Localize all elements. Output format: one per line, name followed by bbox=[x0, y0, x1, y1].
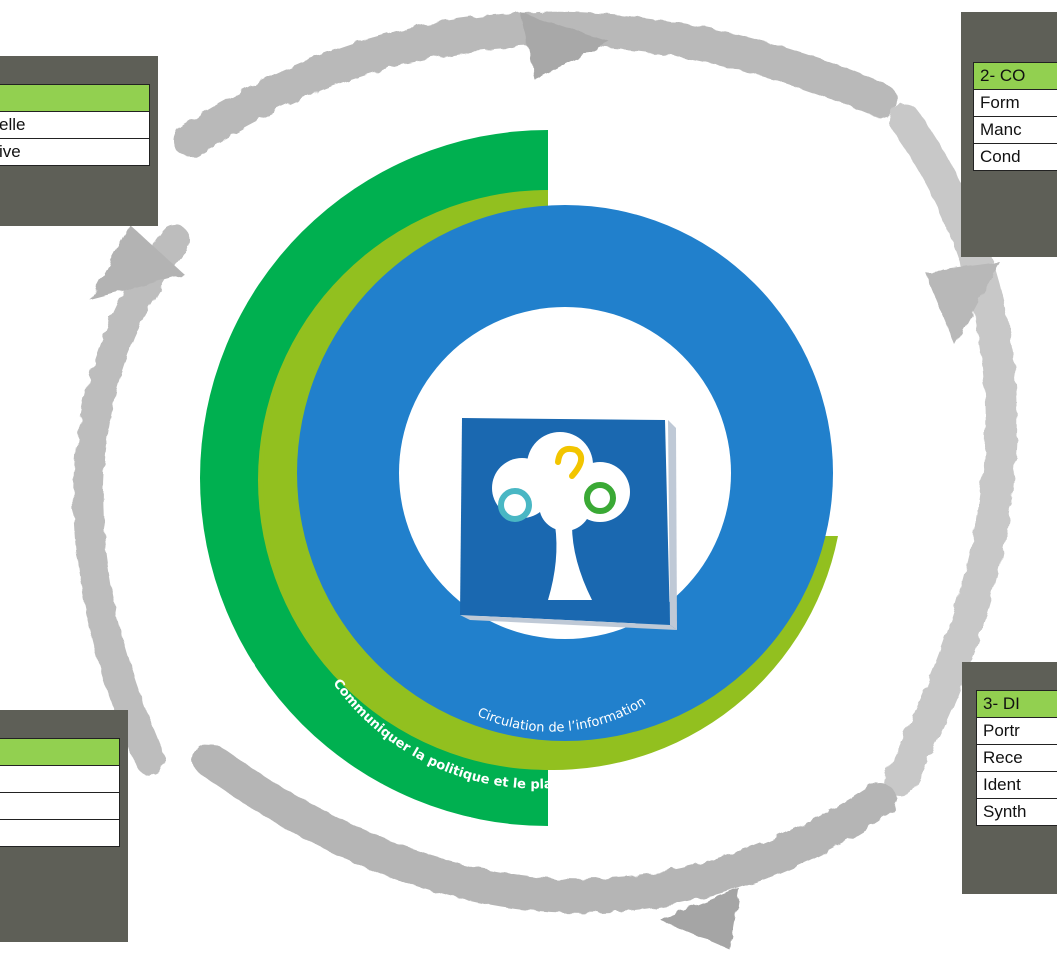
table-cell bbox=[0, 792, 120, 820]
panel-top-right: 2- CO Form Manc Cond bbox=[961, 12, 1057, 257]
cycle-arrow-left bbox=[73, 225, 190, 775]
table-cell: Cond bbox=[973, 143, 1057, 171]
table-cell: 2- CO bbox=[973, 62, 1057, 90]
tree-logo-icon bbox=[460, 418, 677, 630]
table-cell: Form bbox=[973, 89, 1057, 117]
panel-bottom-left bbox=[0, 710, 128, 942]
table-cell: 3- DI bbox=[976, 690, 1057, 718]
arrowhead-top-icon bbox=[520, 12, 610, 80]
table-cell: Portr bbox=[976, 717, 1057, 745]
table-cell bbox=[0, 765, 120, 793]
cycle-arrows bbox=[73, 11, 1018, 950]
arrowhead-right-icon bbox=[925, 262, 1000, 345]
table-cell: ive bbox=[0, 138, 150, 166]
table-cell bbox=[0, 738, 120, 766]
cycle-arrow-right bbox=[884, 104, 1018, 796]
arrowhead-left-icon bbox=[90, 225, 185, 300]
panel-top-left: elle ive bbox=[0, 56, 158, 226]
table-cell: Synth bbox=[976, 798, 1057, 826]
table-cell: Rece bbox=[976, 744, 1057, 772]
table-cell bbox=[0, 819, 120, 847]
table-cell: Ident bbox=[976, 771, 1057, 799]
panel-bottom-right: 3- DI Portr Rece Ident Synth bbox=[962, 662, 1057, 894]
table-cell: elle bbox=[0, 111, 150, 139]
table-cell bbox=[0, 84, 150, 112]
cycle-arrow-bottom bbox=[193, 743, 897, 913]
table-cell: Manc bbox=[973, 116, 1057, 144]
arrowhead-bottom-icon bbox=[660, 888, 740, 950]
cycle-arrow-top bbox=[173, 11, 897, 157]
